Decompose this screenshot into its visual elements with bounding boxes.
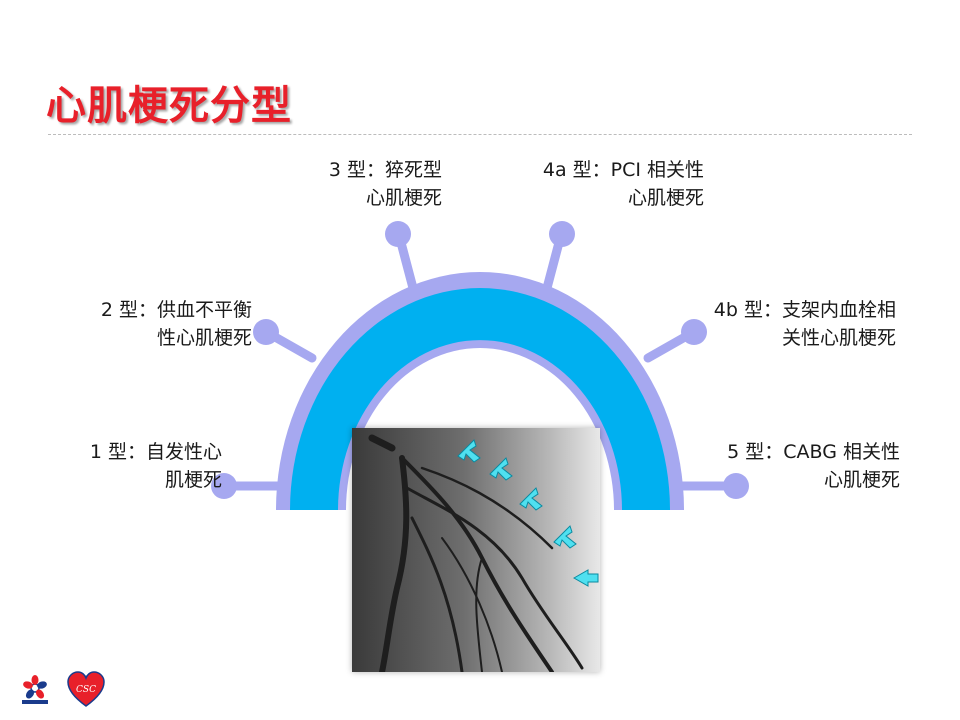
type-5-label: 5 型：CABG 相关性 心肌梗死: [727, 441, 900, 491]
type-1-label: 1 型：自发性心 肌梗死: [89, 441, 222, 491]
node-1: [211, 473, 237, 499]
type-4a-label: 4a 型：PCI 相关性 心肌梗死: [542, 159, 704, 209]
arrow-2: [489, 457, 513, 481]
page-title: 心肌梗死分型: [46, 83, 292, 129]
node-4a: [549, 221, 575, 247]
node-4b: [681, 319, 707, 345]
arrow-4: [553, 525, 577, 549]
title-divider: [48, 134, 912, 135]
arrow-3: [519, 487, 543, 511]
type-2-label: 2 型：供血不平衡 性心肌梗死: [100, 299, 252, 349]
logo-badge-text: CSC: [76, 685, 96, 695]
heart-logo-icon: CSC: [67, 671, 105, 707]
flower-logo-icon: [22, 675, 48, 704]
type-4b-label: 4b 型：支架内血栓相 关性心肌梗死: [713, 299, 896, 349]
type-3-label: 3 型：猝死型 心肌梗死: [328, 159, 442, 209]
node-3: [385, 221, 411, 247]
node-5: [723, 473, 749, 499]
arrow-5: [572, 569, 599, 587]
node-2: [253, 319, 279, 345]
angiogram-image: [352, 428, 600, 672]
footer-logos: CSC: [22, 671, 105, 707]
arrow-1: [457, 439, 481, 463]
